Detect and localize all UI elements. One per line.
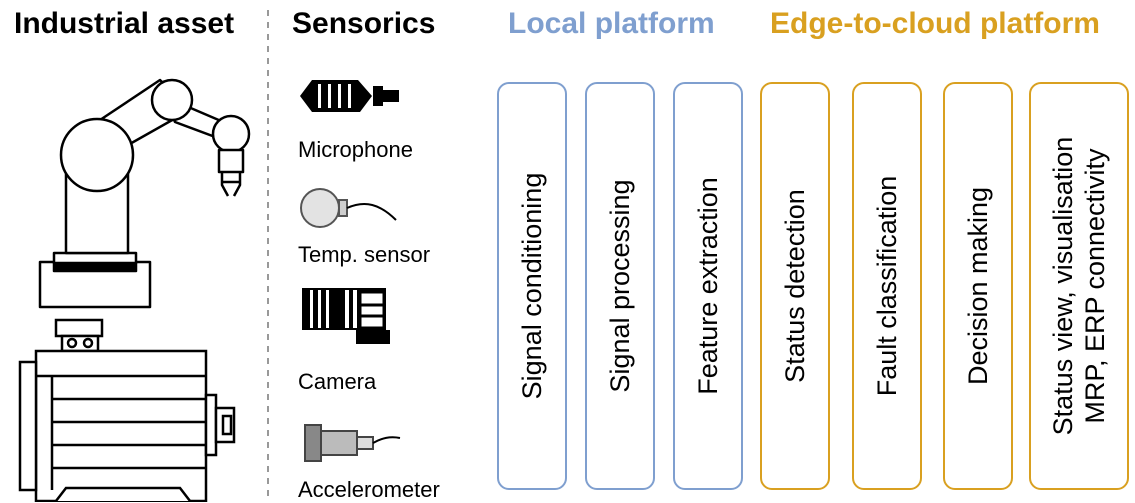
sensorics-header: Sensorics	[292, 7, 436, 40]
step-status-detection: Status detection	[760, 82, 830, 490]
camera-icon	[302, 288, 390, 344]
sensor-label-camera: Camera	[298, 369, 377, 394]
step-label: Decision making	[963, 186, 993, 386]
robot-arm-icon	[38, 78, 251, 309]
microphone-icon	[300, 80, 399, 112]
step-label: Fault classification	[872, 175, 902, 397]
step-label-line1: Status view, visualisation	[1048, 136, 1078, 436]
step-label: Feature extraction	[693, 177, 723, 395]
local-platform-header: Local platform	[508, 7, 715, 40]
electric-motor-icon	[18, 318, 236, 502]
step-label-line2: MRP, ERP connectivity	[1080, 148, 1110, 424]
step-feature-extraction: Feature extraction	[673, 82, 743, 490]
step-label: Signal conditioning	[517, 172, 547, 400]
industrial-asset-header: Industrial asset	[14, 7, 235, 40]
edge-to-cloud-platform-header: Edge-to-cloud platform	[770, 7, 1100, 40]
temperature-sensor-icon	[300, 188, 397, 228]
step-label-two-line: Status view, visualisation MRP, ERP conn…	[1047, 137, 1111, 436]
sensor-label-temp-sensor: Temp. sensor	[298, 242, 431, 267]
step-label: Status detection	[780, 189, 810, 383]
step-signal-conditioning: Signal conditioning	[497, 82, 567, 490]
step-signal-processing: Signal processing	[585, 82, 655, 490]
step-label: Signal processing	[605, 179, 635, 393]
sensor-label-microphone: Microphone	[298, 137, 413, 162]
accelerometer-icon	[304, 424, 401, 462]
step-fault-classification: Fault classification	[852, 82, 922, 490]
sensor-label-accelerometer: Accelerometer	[298, 477, 440, 502]
step-status-view-connectivity: Status view, visualisation MRP, ERP conn…	[1029, 82, 1129, 490]
step-decision-making: Decision making	[943, 82, 1013, 490]
